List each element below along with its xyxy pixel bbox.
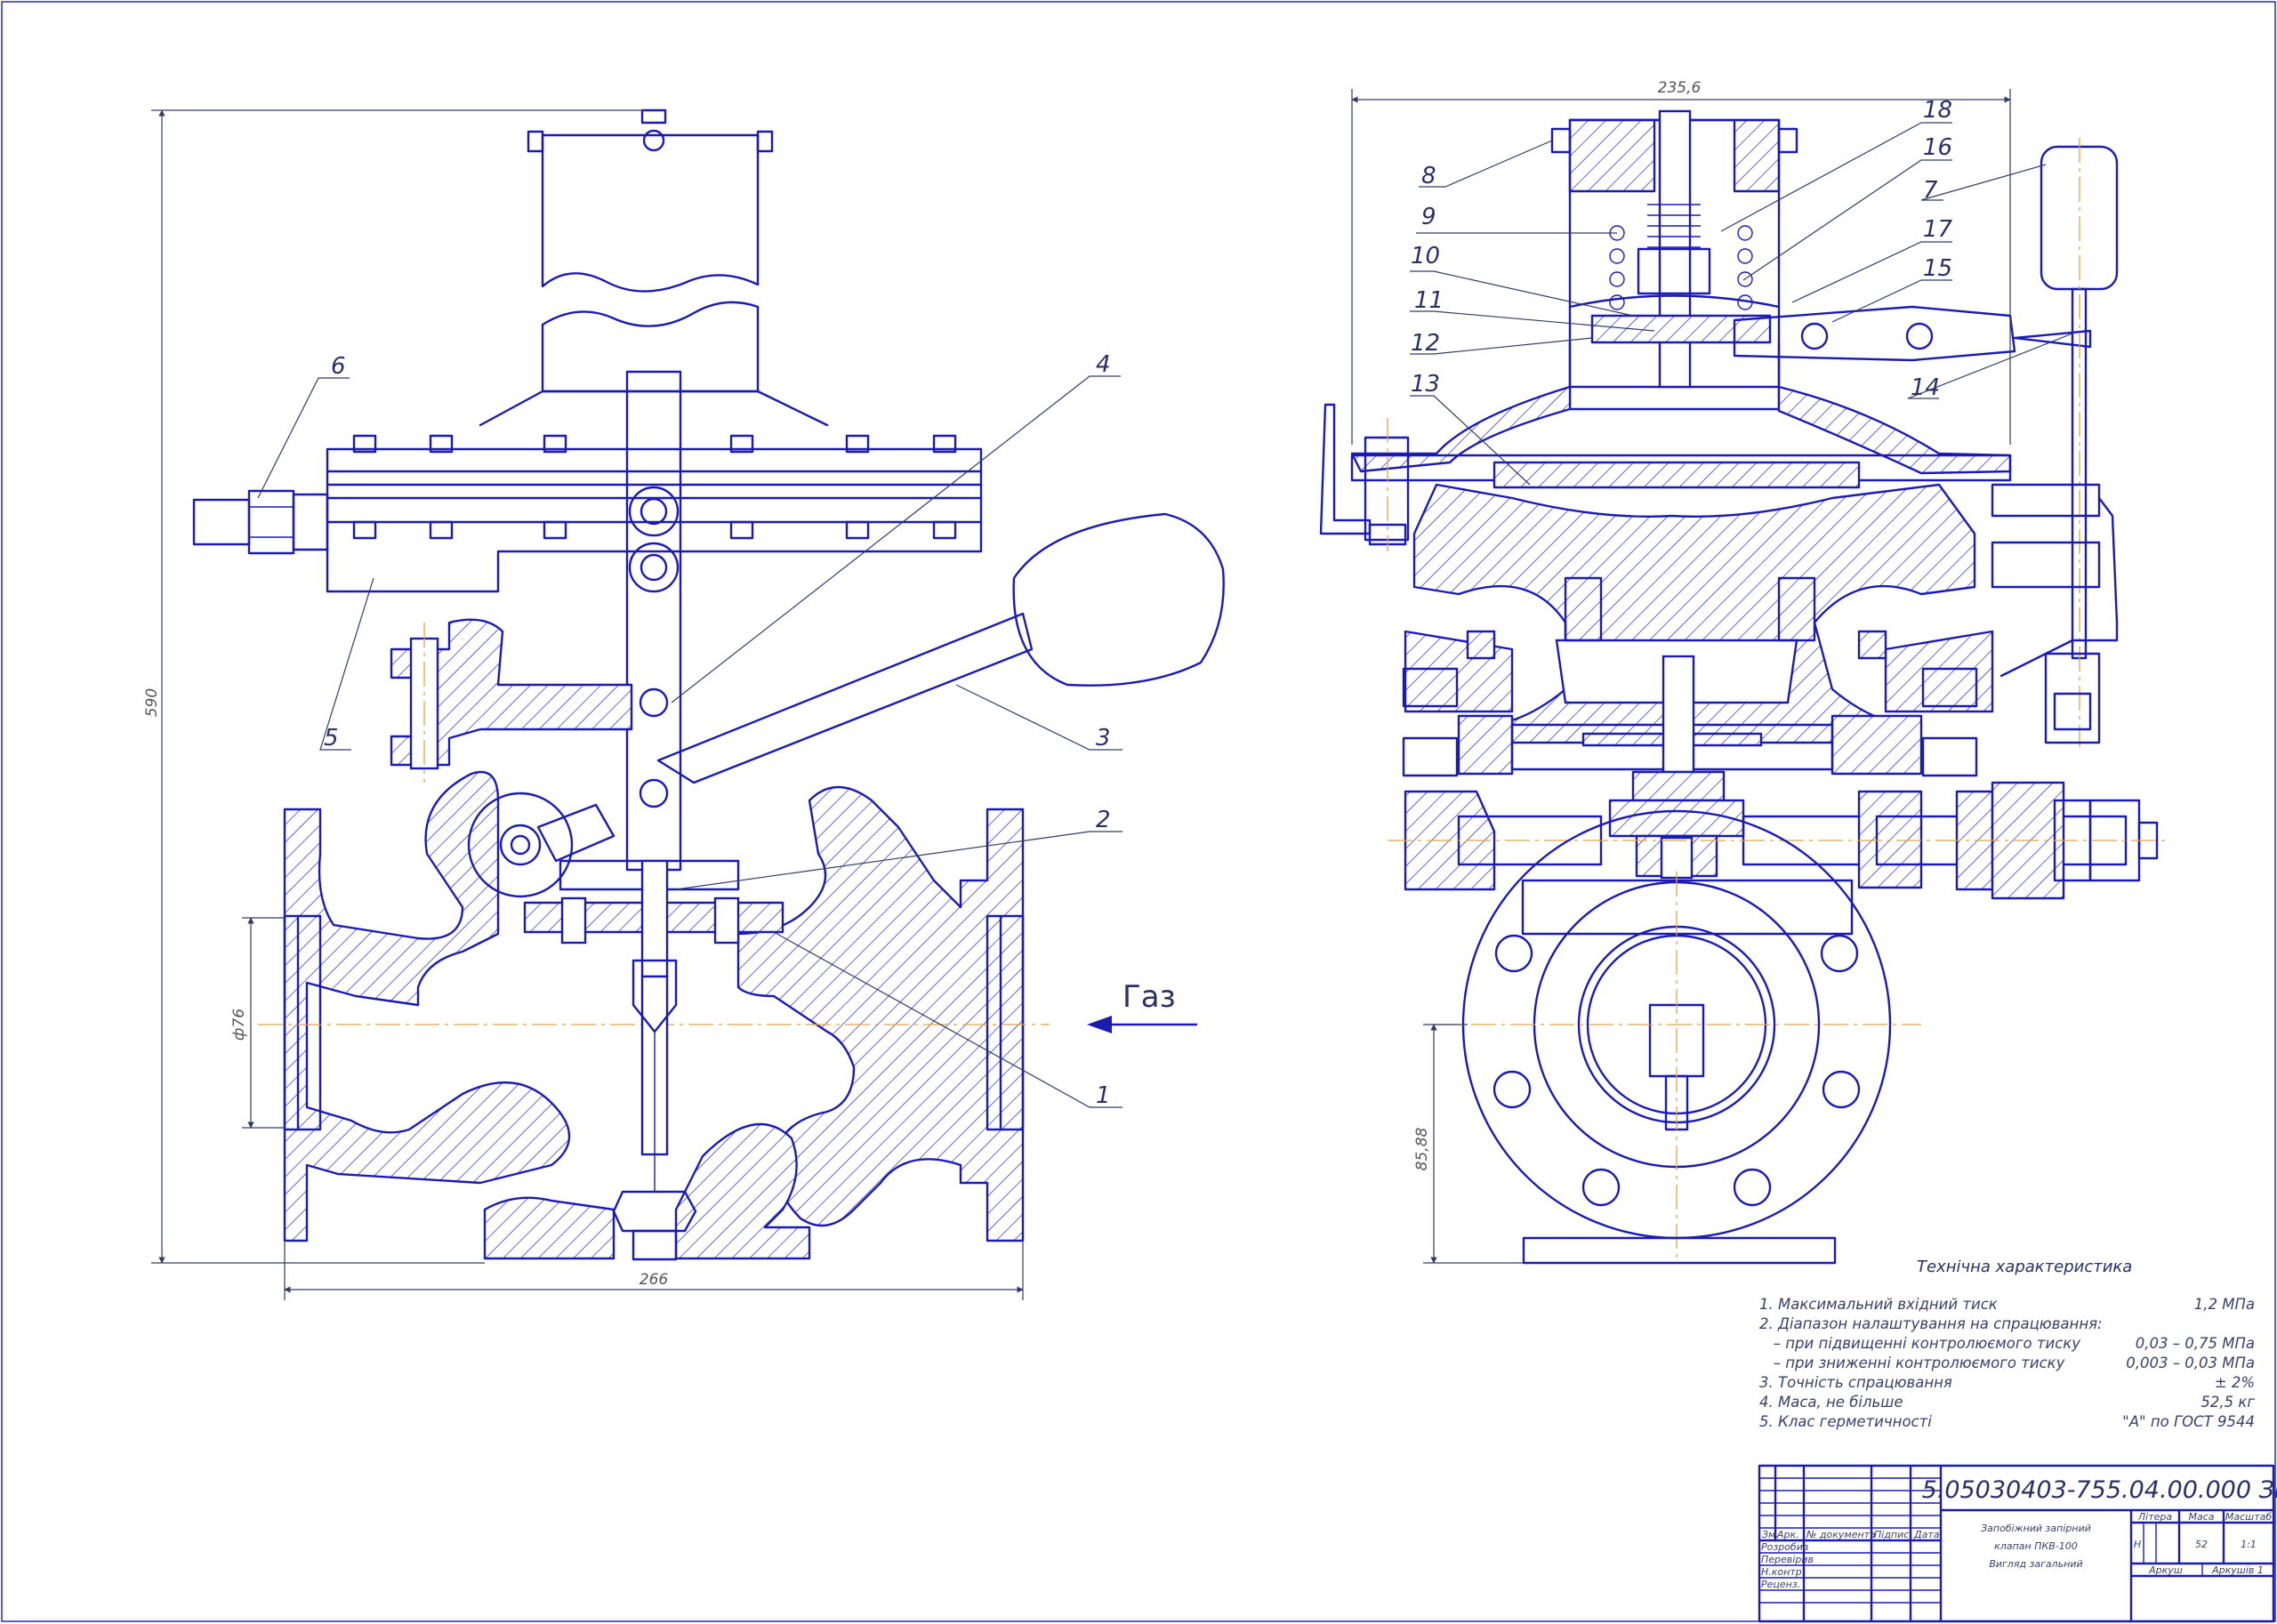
flow-label-gas: Газ bbox=[1122, 979, 1176, 1015]
tb-name-line-2: клапан ПКВ-100 bbox=[1994, 1540, 2078, 1552]
tb-litera-label: Літера bbox=[2137, 1511, 2172, 1523]
side-section-view: 235,6 85,88 bbox=[1319, 79, 2170, 1265]
part-label-11: 11 bbox=[1414, 287, 1444, 314]
part-label-4: 4 bbox=[1096, 351, 1111, 378]
tb-litera: Н bbox=[2134, 1539, 2141, 1550]
dim-axis-height: 85,88 bbox=[1413, 1127, 1431, 1170]
part-label-7: 7 bbox=[1923, 177, 1938, 204]
tb-name-line-1: Запобіжний запірний bbox=[1981, 1523, 2091, 1534]
tb-mass: 52 bbox=[2195, 1539, 2208, 1550]
dim-side-width: 235,6 bbox=[1658, 79, 1702, 97]
dim-overall-width: 266 bbox=[640, 1271, 669, 1289]
spec-value-7: "А" по ГОСТ 9544 bbox=[2122, 1413, 2255, 1430]
tb-sheets-label: Аркушів 1 bbox=[2211, 1564, 2264, 1576]
tb-role-reviewer: Реценз. bbox=[1761, 1579, 1800, 1590]
part-label-17: 17 bbox=[1923, 216, 1953, 243]
tb-col-date: Дата bbox=[1913, 1529, 1940, 1540]
title-block: 5.05030403-755.04.00.000 ЗВ Запобіжний з… bbox=[1758, 1464, 2277, 1623]
tb-role-normcontrol: Н.контр. bbox=[1761, 1566, 1805, 1578]
spec-value-1: 1,2 МПа bbox=[2194, 1296, 2255, 1313]
tb-sheet-label: Аркуш bbox=[2148, 1564, 2183, 1576]
tb-role-checked: Перевірив bbox=[1761, 1554, 1814, 1565]
tb-col-zm: Зм. bbox=[1762, 1529, 1779, 1540]
leaders-left bbox=[257, 375, 1122, 1108]
dim-bore-diameter: ф76 bbox=[230, 1009, 248, 1041]
dim-overall-height: 590 bbox=[143, 688, 161, 717]
technical-spec: Технічна характеристика 1. Максимальний … bbox=[1759, 1258, 2255, 1430]
part-label-1: 1 bbox=[1096, 1082, 1111, 1109]
tb-col-doc: № документа bbox=[1806, 1529, 1876, 1540]
part-label-16: 16 bbox=[1923, 134, 1952, 161]
spec-label-2: 2. Діапазон налаштування на спрацювання: bbox=[1759, 1315, 2103, 1332]
spec-value-6: 52,5 кг bbox=[2201, 1394, 2255, 1411]
part-label-18: 18 bbox=[1923, 97, 1952, 124]
tb-col-sign: Підпис bbox=[1874, 1529, 1909, 1540]
part-label-3: 3 bbox=[1096, 725, 1111, 752]
front-section-view: 590 266 ф76 Газ bbox=[143, 109, 1225, 1300]
leaders-right bbox=[1410, 122, 2073, 486]
part-label-8: 8 bbox=[1421, 163, 1436, 189]
spec-label-3: – при підвищенні контролюємого тиску bbox=[1759, 1335, 2080, 1352]
part-label-15: 15 bbox=[1923, 255, 1952, 282]
spec-label-6: 4. Маса, не більше bbox=[1759, 1394, 1903, 1411]
tb-name-line-3: Вигляд загальний bbox=[1989, 1558, 2082, 1570]
part-label-6: 6 bbox=[331, 353, 346, 380]
part-label-14: 14 bbox=[1911, 374, 1940, 401]
tb-scale: 1:1 bbox=[2241, 1539, 2257, 1550]
tb-mass-label: Маса bbox=[2188, 1511, 2214, 1523]
spec-value-3: 0,03 – 0,75 МПа bbox=[2136, 1335, 2255, 1352]
spec-value-4: 0,003 – 0,03 МПа bbox=[2126, 1355, 2255, 1371]
part-label-10: 10 bbox=[1411, 243, 1440, 269]
spec-label-4: – при зниженні контролюємого тиску bbox=[1759, 1355, 2065, 1371]
part-label-9: 9 bbox=[1421, 204, 1436, 230]
part-label-2: 2 bbox=[1096, 807, 1111, 833]
part-label-12: 12 bbox=[1411, 330, 1440, 357]
tb-designation: 5.05030403-755.04.00.000 ЗВ bbox=[1922, 1476, 2277, 1504]
spec-value-5: ± 2% bbox=[2215, 1374, 2255, 1391]
spec-label-5: 3. Точність спрацювання bbox=[1759, 1374, 1952, 1391]
spec-title: Технічна характеристика bbox=[1917, 1258, 2132, 1276]
part-label-5: 5 bbox=[324, 725, 339, 752]
tb-col-ark: Арк. bbox=[1776, 1529, 1799, 1540]
spec-label-7: 5. Клас герметичності bbox=[1759, 1413, 1932, 1430]
part-label-13: 13 bbox=[1411, 371, 1440, 398]
spec-label-1: 1. Максимальний вхідний тиск bbox=[1759, 1296, 1998, 1313]
tb-role-developed: Розробив bbox=[1761, 1541, 1808, 1553]
tb-scale-label: Масштаб bbox=[2225, 1511, 2272, 1523]
